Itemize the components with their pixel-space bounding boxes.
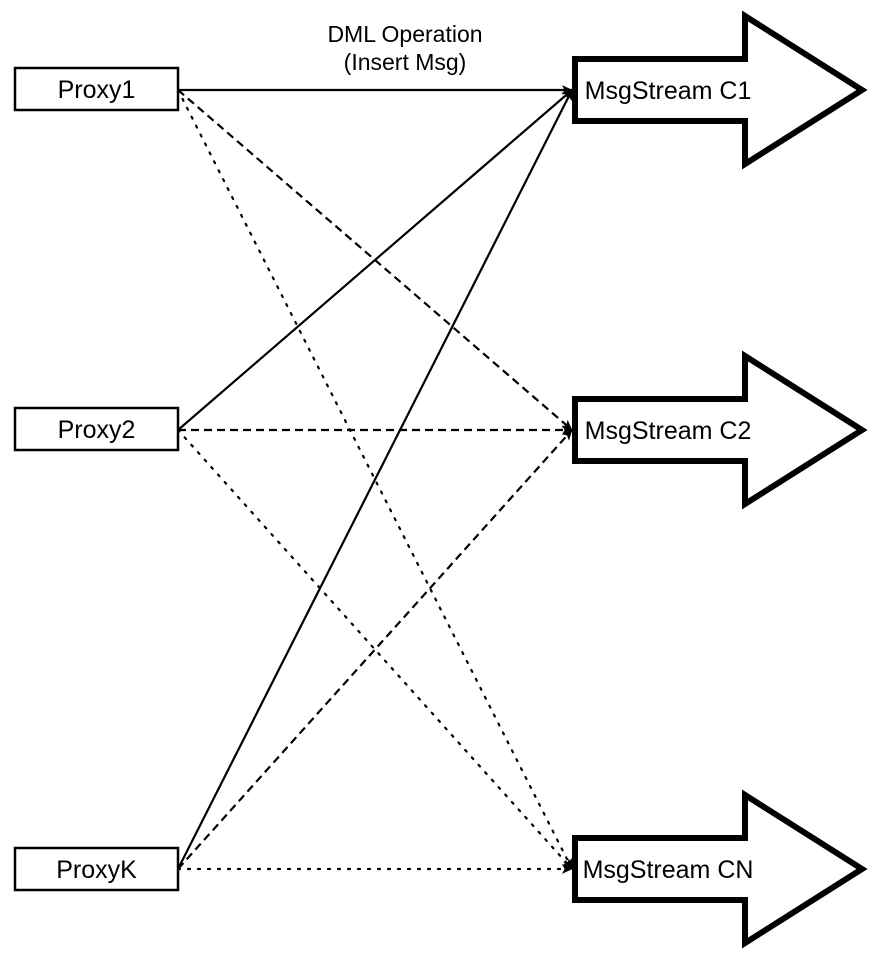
proxy-label: Proxy2 <box>58 416 136 444</box>
edge-proxy2-to-cn <box>176 428 574 871</box>
edge-label-dml-operation: DML Operation (Insert Msg) <box>327 21 482 75</box>
block-arrow-icon <box>572 10 868 170</box>
msgstream-label: MsgStream C2 <box>585 417 752 445</box>
edge-label-line-1: DML Operation <box>327 21 482 47</box>
edge-proxyK-to-c2 <box>177 429 573 870</box>
edge-proxyK-to-c1 <box>177 89 573 870</box>
proxy-node-proxy1[interactable]: Proxy1 <box>13 66 180 112</box>
proxy-group: Proxy1 Proxy2 ProxyK <box>13 66 180 892</box>
msgstream-node-c2[interactable]: MsgStream C2 <box>572 350 868 510</box>
proxy-node-proxyk[interactable]: ProxyK <box>13 846 180 892</box>
proxy-node-proxy2[interactable]: Proxy2 <box>13 406 180 452</box>
proxy-box <box>13 66 180 112</box>
block-arrow-icon <box>572 789 868 949</box>
proxy-label: ProxyK <box>56 856 137 884</box>
msgstream-label: MsgStream C1 <box>585 77 752 105</box>
msgstream-node-c1[interactable]: MsgStream C1 <box>572 10 868 170</box>
edge-group <box>176 85 574 874</box>
edge-proxy2-to-c1 <box>177 89 573 431</box>
proxy-box <box>13 846 180 892</box>
block-arrow-icon <box>572 350 868 510</box>
msgstream-label: MsgStream CN <box>583 856 754 884</box>
msgstream-group: MsgStream C1 MsgStream C2 MsgStream CN <box>572 10 868 949</box>
msgstream-node-cn[interactable]: MsgStream CN <box>572 789 868 949</box>
proxy-box <box>13 406 180 452</box>
edge-label-line-2: (Insert Msg) <box>344 49 467 75</box>
proxy-label: Proxy1 <box>58 76 136 104</box>
